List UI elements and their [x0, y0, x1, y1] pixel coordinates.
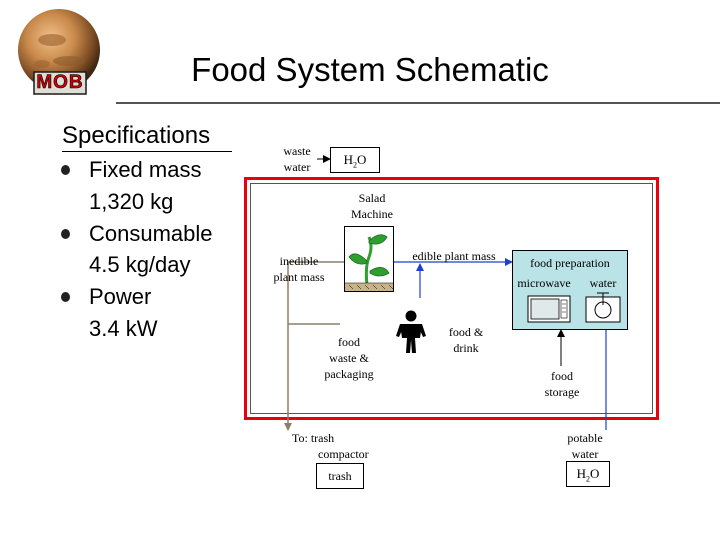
logo-text: MOB: [36, 72, 84, 94]
spec-value: 4.5 kg/day: [89, 252, 191, 277]
food-preparation-title: food preparation: [530, 256, 610, 270]
microwave-icon: [527, 295, 571, 323]
trash-box: trash: [316, 463, 364, 489]
plant-icon: [345, 234, 394, 291]
specs-heading: Specifications: [62, 122, 211, 149]
food-preparation-box: food preparation microwave water: [512, 250, 628, 330]
water-h2o-box: H2O: [330, 147, 380, 173]
microwave-label: microwave: [517, 276, 571, 290]
potable-h2o-box: H2O: [566, 461, 610, 487]
mob-logo: MOB: [14, 6, 104, 98]
spec-bullet: [61, 292, 70, 302]
person-icon: [396, 310, 426, 353]
water-label: water: [589, 276, 617, 290]
food-drink-label: food &drink: [448, 325, 484, 355]
water-dispenser-icon: [585, 292, 621, 323]
spec-bullet: [61, 229, 70, 239]
spec-bullet: [61, 165, 70, 175]
edible-plant-mass-label: edible plant mass: [412, 249, 496, 263]
spec-value: 3.4 kW: [89, 316, 158, 341]
spec-value: 1,320 kg: [89, 189, 174, 214]
page-title: Food System Schematic: [191, 51, 549, 88]
mars-planet-icon: [18, 9, 100, 95]
spec-label: Fixed mass: [89, 157, 202, 182]
title-rule: [116, 102, 720, 104]
spec-label: Consumable: [89, 221, 213, 246]
spec-label: Power: [89, 284, 152, 309]
specs-heading-underline: [62, 151, 232, 152]
salad-machine-box: [344, 226, 394, 292]
system-boundary: [244, 177, 659, 420]
